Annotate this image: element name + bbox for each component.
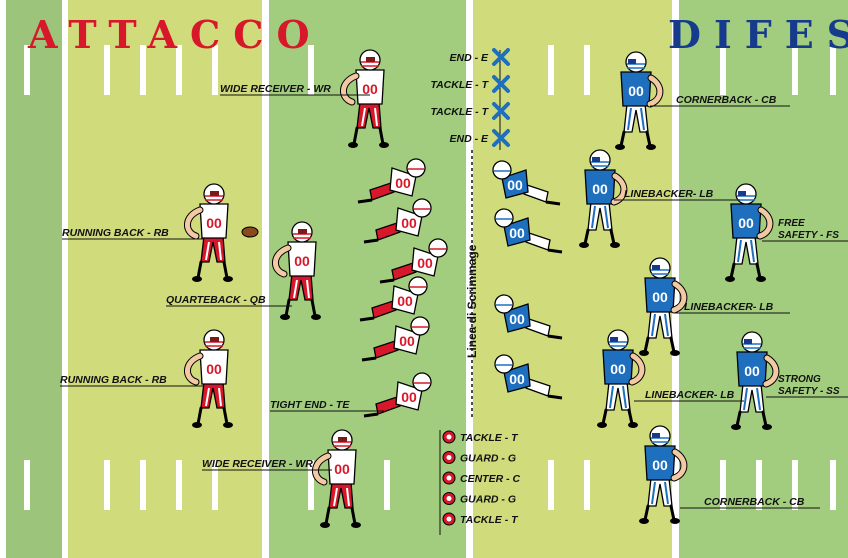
circle-marker-center <box>447 496 452 501</box>
defense-line-label: TACKLE - T <box>430 79 489 91</box>
defense-line-label: END - E <box>449 133 489 145</box>
field-stripe <box>0 0 62 558</box>
label-running-back-bottom: RUNNING BACK - RB <box>60 374 167 386</box>
label-strong-safety-line2: SAFETY - SS <box>778 386 840 397</box>
offense-line-label: GUARD - G <box>460 494 516 506</box>
label-linebacker-3: LINEBACKER- LB <box>645 389 735 401</box>
label-running-back-top: RUNNING BACK - RB <box>62 227 169 239</box>
circle-marker-center <box>447 476 452 481</box>
label-wide-receiver-top: WIDE RECEIVER - WR <box>220 83 331 95</box>
circle-marker-center <box>447 435 452 440</box>
label-tight-end: TIGHT END - TE <box>270 399 350 411</box>
offense-title: ATTACCO <box>27 12 323 57</box>
label-cornerback-top: CORNERBACK - CB <box>676 94 777 106</box>
label-linebacker-1: LINEBACKER- LB <box>624 188 714 200</box>
label-wide-receiver-bottom: WIDE RECEIVER - WR <box>202 458 313 470</box>
offense-line-label: TACKLE - T <box>460 432 519 444</box>
circle-marker-center <box>447 455 452 460</box>
label-quarterback: QUARTEBACK - QB <box>166 294 266 306</box>
label-cornerback-bottom: CORNERBACK - CB <box>704 496 805 508</box>
label-free-safety-line2: SAFETY - FS <box>778 230 839 241</box>
offense-line-label: GUARD - G <box>460 453 516 465</box>
label-strong-safety-line1: STRONG <box>778 374 821 385</box>
defense-line-label: END - E <box>449 52 489 64</box>
offense-line-label: CENTER - C <box>460 473 521 485</box>
scrimmage-label: Linea di Scrimmage <box>465 244 479 358</box>
label-free-safety-line1: FREE <box>778 218 805 229</box>
defense-title: DIFESA <box>668 12 848 57</box>
offense-line-label: TACKLE - T <box>460 514 519 526</box>
defense-line-label: TACKLE - T <box>430 106 489 118</box>
label-linebacker-2: LINEBACKER- LB <box>684 301 774 313</box>
circle-marker-center <box>447 517 452 522</box>
football <box>242 227 258 237</box>
